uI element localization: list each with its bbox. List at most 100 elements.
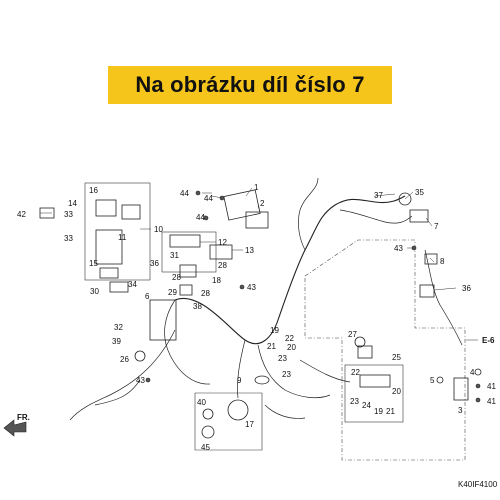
callout-43b: 43 bbox=[394, 244, 403, 253]
callout-30: 30 bbox=[90, 287, 99, 296]
part-5-bolt bbox=[436, 376, 444, 384]
part-27-cap bbox=[354, 336, 366, 348]
callout-36a: 36 bbox=[150, 259, 159, 268]
callout-19a: 19 bbox=[270, 326, 279, 335]
callout-33a: 33 bbox=[64, 210, 73, 219]
harness-branch-left bbox=[164, 299, 211, 385]
part-36-connector bbox=[419, 284, 435, 298]
leader-lines bbox=[40, 187, 457, 291]
group-box-left bbox=[84, 182, 151, 281]
callout-8: 8 bbox=[440, 257, 445, 266]
callout-36b: 36 bbox=[462, 284, 471, 293]
part-41-bolt-a bbox=[475, 383, 481, 389]
callout-16: 16 bbox=[89, 186, 98, 195]
group-box-bottom bbox=[194, 392, 263, 451]
callout-37: 37 bbox=[374, 191, 383, 200]
part-25-box bbox=[357, 345, 373, 359]
part-6-unit bbox=[149, 299, 177, 341]
harness-branch-bottom-left bbox=[69, 329, 176, 421]
part-15-sensor bbox=[99, 267, 119, 279]
part-11-relay bbox=[95, 229, 123, 265]
part-35-tie bbox=[398, 192, 412, 206]
callout-38: 38 bbox=[193, 302, 202, 311]
callout-1: 1 bbox=[254, 183, 259, 192]
callout-28c: 28 bbox=[218, 261, 227, 270]
part-41-bolt-b bbox=[475, 397, 481, 403]
callout-9: 9 bbox=[237, 376, 242, 385]
callout-21a: 21 bbox=[267, 342, 276, 351]
part-2-bracket bbox=[245, 211, 269, 229]
callout-26: 26 bbox=[120, 355, 129, 364]
part-43-bolt-a bbox=[239, 284, 245, 290]
dashed-region-right bbox=[304, 239, 466, 461]
callout-2: 2 bbox=[260, 199, 265, 208]
callout-15: 15 bbox=[89, 259, 98, 268]
callout-43a: 43 bbox=[247, 283, 256, 292]
callout-22a: 22 bbox=[285, 334, 294, 343]
callout-31: 31 bbox=[170, 251, 179, 260]
part-44-bolt-a bbox=[195, 190, 201, 196]
front-direction-arrow: FR. bbox=[3, 413, 30, 437]
callout-42: 42 bbox=[17, 210, 26, 219]
callout-44b: 44 bbox=[204, 194, 213, 203]
harness-right-loom bbox=[424, 249, 463, 346]
callout-20a: 20 bbox=[287, 343, 296, 352]
part-45-nut bbox=[201, 425, 215, 439]
front-marker-label: FR. bbox=[17, 413, 30, 422]
callout-12: 12 bbox=[218, 238, 227, 247]
group-box-mid bbox=[161, 231, 217, 273]
callout-13: 13 bbox=[245, 246, 254, 255]
group-box-fuse bbox=[344, 364, 404, 423]
callout-23c: 23 bbox=[350, 397, 359, 406]
callout-39: 39 bbox=[112, 337, 121, 346]
callout-23a: 23 bbox=[278, 354, 287, 363]
part-number-banner: Na obrázku díl číslo 7 bbox=[108, 66, 392, 104]
part-20-fuse-holder bbox=[359, 374, 391, 388]
callout-labels: 1 2 3 4 5 6 7 8 9 10 11 12 13 14 15 16 1… bbox=[17, 183, 496, 452]
harness-branch-upper bbox=[298, 177, 319, 251]
callout-4: 4 bbox=[470, 368, 475, 377]
part-40-washer bbox=[202, 408, 214, 420]
callout-22b: 22 bbox=[351, 368, 360, 377]
callout-44a: 44 bbox=[180, 189, 189, 198]
callout-34: 34 bbox=[128, 280, 137, 289]
part-9-grommet bbox=[254, 375, 270, 385]
part-18-fuse bbox=[179, 264, 197, 278]
callout-29: 29 bbox=[168, 288, 177, 297]
callout-27: 27 bbox=[348, 330, 357, 339]
reference-label: E-6 bbox=[482, 336, 495, 345]
callout-28b: 28 bbox=[201, 289, 210, 298]
callout-10: 10 bbox=[154, 225, 163, 234]
callout-11: 11 bbox=[118, 233, 127, 242]
callout-43c: 43 bbox=[136, 376, 145, 385]
callout-6: 6 bbox=[145, 292, 150, 301]
part-8-connector bbox=[424, 253, 438, 265]
part-10-relay bbox=[121, 204, 141, 220]
part-1-module bbox=[223, 189, 261, 221]
main-harness bbox=[174, 195, 406, 345]
callout-44c: 44 bbox=[196, 213, 205, 222]
callout-35: 35 bbox=[415, 188, 424, 197]
callout-19b: 19 bbox=[374, 407, 383, 416]
callout-25: 25 bbox=[392, 353, 401, 362]
callout-32: 32 bbox=[114, 323, 123, 332]
callout-41b: 41 bbox=[487, 397, 496, 406]
callout-3: 3 bbox=[458, 406, 463, 415]
part-13-connector bbox=[209, 244, 233, 260]
banner-text: Na obrázku díl číslo 7 bbox=[135, 72, 365, 97]
callout-33b: 33 bbox=[64, 234, 73, 243]
callout-24: 24 bbox=[362, 401, 371, 410]
part-28-clip bbox=[179, 284, 193, 296]
part-17-ring bbox=[227, 399, 249, 421]
harness-branch-wire-7 bbox=[339, 209, 413, 224]
callout-40: 40 bbox=[197, 398, 206, 407]
callout-23b: 23 bbox=[282, 370, 291, 379]
part-4-clip bbox=[474, 368, 482, 376]
part-3-coil bbox=[453, 377, 469, 401]
callout-14: 14 bbox=[68, 199, 77, 208]
part-16-switch bbox=[95, 199, 117, 217]
callout-17: 17 bbox=[245, 420, 254, 429]
callout-5: 5 bbox=[430, 376, 435, 385]
callout-41a: 41 bbox=[487, 382, 496, 391]
